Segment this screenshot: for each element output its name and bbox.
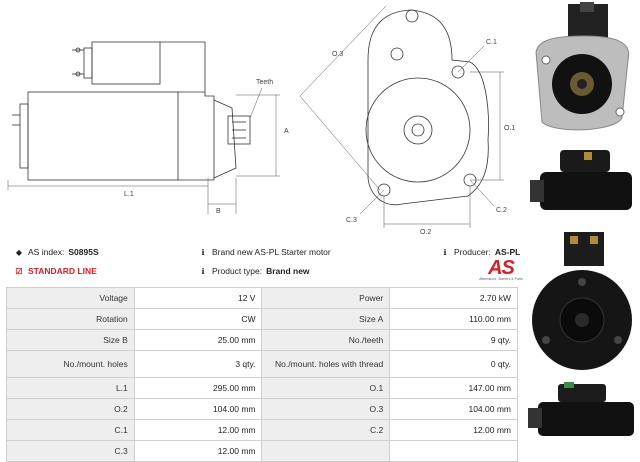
- spec-value: [389, 440, 518, 462]
- tag-icon: ◆: [15, 247, 23, 257]
- product-photo-side: [530, 150, 632, 210]
- as-index-label: AS index:: [28, 247, 65, 257]
- spec-value: 110.00 mm: [389, 308, 518, 330]
- spec-value: 12.00 mm: [133, 440, 263, 462]
- spec-value: 104.00 mm: [133, 398, 263, 420]
- technical-drawing: Teeth A B L.1 O.3 C.1 O.1 C.2 C.3 O.2: [7, 5, 515, 236]
- producer-value: AS-PL: [494, 247, 521, 257]
- as-logo-mark: AS: [488, 257, 515, 279]
- spec-value: 2.70 kW: [389, 287, 518, 309]
- dim-o1-label: O.1: [504, 125, 515, 132]
- product-photo-flange: [535, 2, 630, 131]
- product-photo-front: [532, 232, 632, 370]
- spec-value: 12.00 mm: [133, 419, 263, 441]
- spec-label: C.2: [261, 419, 391, 441]
- spec-label: Size B: [6, 329, 135, 351]
- spec-label: Size A: [261, 308, 391, 330]
- product-type: ℹ Product type: Brand new: [198, 266, 310, 276]
- spec-value: 3 qty.: [133, 350, 263, 378]
- product-type-label: Product type:: [212, 266, 263, 276]
- spec-value: 12 V: [133, 287, 263, 309]
- dim-c2-label: C.2: [496, 207, 507, 214]
- dim-c3-label: C.3: [346, 217, 357, 224]
- dim-l1-label: L.1: [124, 191, 134, 198]
- as-index: ◆ AS index: S0895S: [14, 247, 99, 257]
- spec-label: L.1: [6, 377, 135, 399]
- side-view-dimensions: [7, 87, 280, 214]
- spec-value: CW: [133, 308, 263, 330]
- front-view-flange: [365, 9, 489, 206]
- product-type-value: Brand new: [266, 266, 310, 276]
- spec-label: No./teeth: [261, 329, 391, 351]
- spec-label: C.1: [6, 419, 135, 441]
- spec-label: O.3: [261, 398, 391, 420]
- spec-label: C.3: [6, 440, 135, 462]
- dim-o2-label: O.2: [420, 229, 431, 236]
- spec-label: No./mount. holes with thread: [261, 350, 391, 378]
- producer-label: Producer:: [454, 247, 491, 257]
- spec-label: No./mount. holes: [6, 350, 135, 378]
- teeth-label: Teeth: [256, 79, 273, 86]
- dim-c1-label: C.1: [486, 39, 497, 46]
- info-icon: ℹ: [201, 247, 205, 257]
- spec-value: 295.00 mm: [133, 377, 263, 399]
- front-view-dimensions: [299, 5, 504, 228]
- spec-value: 9 qty.: [389, 329, 518, 351]
- spec-label: Power: [261, 287, 391, 309]
- as-logo: AS Alternators, Starters & Parts: [478, 257, 524, 281]
- spec-label: O.2: [6, 398, 135, 420]
- spec-value: 0 qty.: [389, 350, 518, 378]
- side-view-starter: [12, 41, 251, 181]
- standard-line-text: STANDARD LINE: [28, 266, 97, 276]
- brand-text: Brand new AS-PL Starter motor: [212, 247, 331, 257]
- spec-label: O.1: [261, 377, 391, 399]
- info-icon: ℹ: [201, 266, 205, 276]
- spec-label: Rotation: [6, 308, 135, 330]
- spec-label: Voltage: [6, 287, 135, 309]
- product-photo-angle: [528, 382, 634, 436]
- brand-info: ℹ Brand new AS-PL Starter motor: [198, 247, 331, 257]
- spec-value: 12.00 mm: [389, 419, 518, 441]
- as-logo-tagline: Alternators, Starters & Parts: [479, 277, 523, 281]
- standard-line: ☑ STANDARD LINE: [14, 266, 97, 276]
- check-icon: ☑: [15, 266, 23, 276]
- as-index-value: S0895S: [68, 247, 99, 257]
- dim-a-label: A: [284, 128, 289, 135]
- info-icon: ℹ: [443, 247, 447, 257]
- dim-b-label: B: [216, 208, 221, 215]
- spec-value: 147.00 mm: [389, 377, 518, 399]
- spec-value: 25.00 mm: [133, 329, 263, 351]
- dim-o3-label: O.3: [332, 51, 343, 58]
- producer-info: ℹ Producer: AS-PL: [440, 247, 520, 257]
- spec-value: 104.00 mm: [389, 398, 518, 420]
- spec-label: [261, 440, 391, 462]
